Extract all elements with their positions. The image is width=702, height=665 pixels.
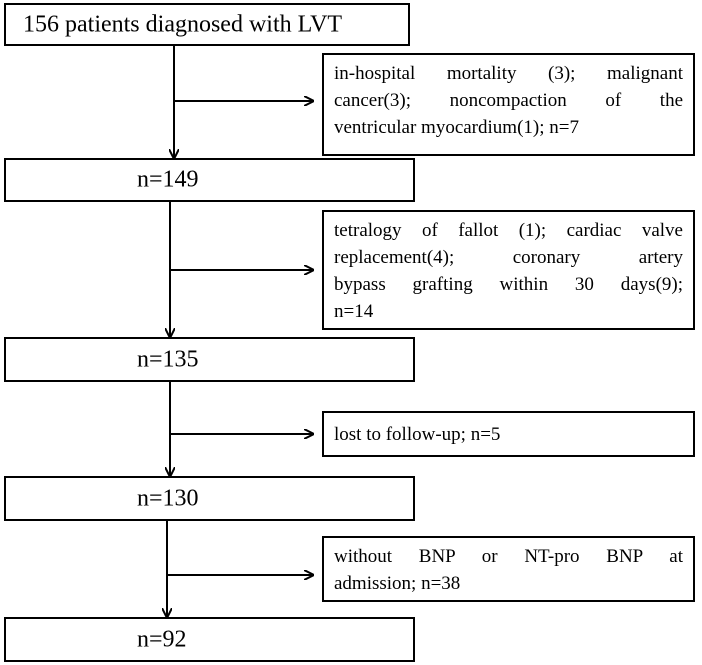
flow-box-4: n=130 xyxy=(4,476,415,521)
flow-box-start: 156 patients diagnosed with LVT xyxy=(4,3,410,46)
exclusion-line: cancer(3); noncompaction of the xyxy=(334,90,683,111)
exclusion-box-3: lost to follow-up; n=5 xyxy=(322,411,695,457)
flow-box-label: 156 patients diagnosed with LVT xyxy=(23,11,343,37)
exclusion-line: ventricular myocardium(1); n=7 xyxy=(334,117,579,138)
exclusion-line: replacement(4); coronary artery xyxy=(334,247,683,268)
flow-box-label: n=130 xyxy=(137,485,199,511)
exclusion-line: lost to follow-up; n=5 xyxy=(334,424,501,445)
flow-box-final: n=92 xyxy=(4,617,415,662)
flow-box-label: n=135 xyxy=(137,346,199,372)
exclusion-line: without BNP or NT-pro BNP at xyxy=(334,546,683,567)
exclusion-line: in-hospital mortality (3); malignant xyxy=(334,63,683,84)
exclusion-box-2: tetralogy of fallot (1); cardiac valve r… xyxy=(322,210,695,330)
flow-box-label: n=149 xyxy=(137,166,199,193)
exclusion-line: n=14 xyxy=(334,301,374,322)
exclusion-box-4: without BNP or NT-pro BNP at admission; … xyxy=(322,536,695,602)
exclusion-line: tetralogy of fallot (1); cardiac valve xyxy=(334,220,683,241)
flow-box-3: n=135 xyxy=(4,337,415,382)
exclusion-line: admission; n=38 xyxy=(334,573,461,594)
flow-box-2: n=149 xyxy=(4,158,415,202)
exclusion-line: bypass grafting within 30 days(9); xyxy=(334,274,683,295)
flow-box-label: n=92 xyxy=(137,626,187,652)
exclusion-box-1: in-hospital mortality (3); malignant can… xyxy=(322,53,695,156)
